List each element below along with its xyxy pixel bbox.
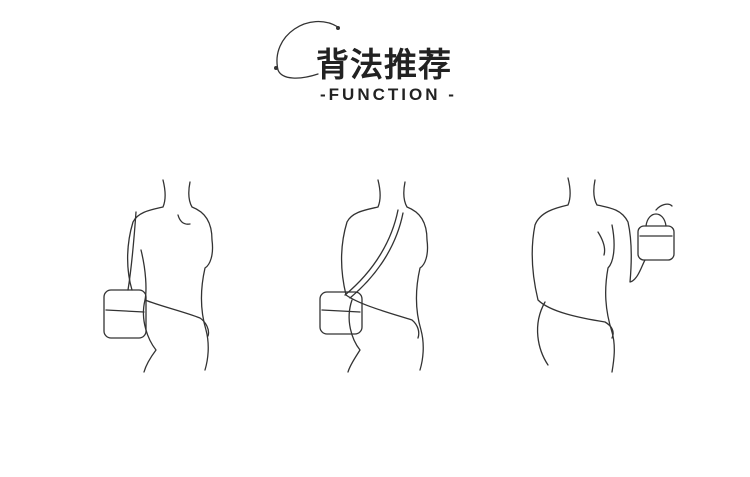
page-subtitle: -FUNCTION - xyxy=(320,85,457,104)
arc-decoration-icon xyxy=(274,21,340,79)
shoulder-carry-illustration xyxy=(103,179,214,373)
handheld-carry-illustration xyxy=(531,177,675,373)
page-title: 背法推荐 xyxy=(316,45,452,84)
crossbody-carry-illustration xyxy=(319,179,429,373)
